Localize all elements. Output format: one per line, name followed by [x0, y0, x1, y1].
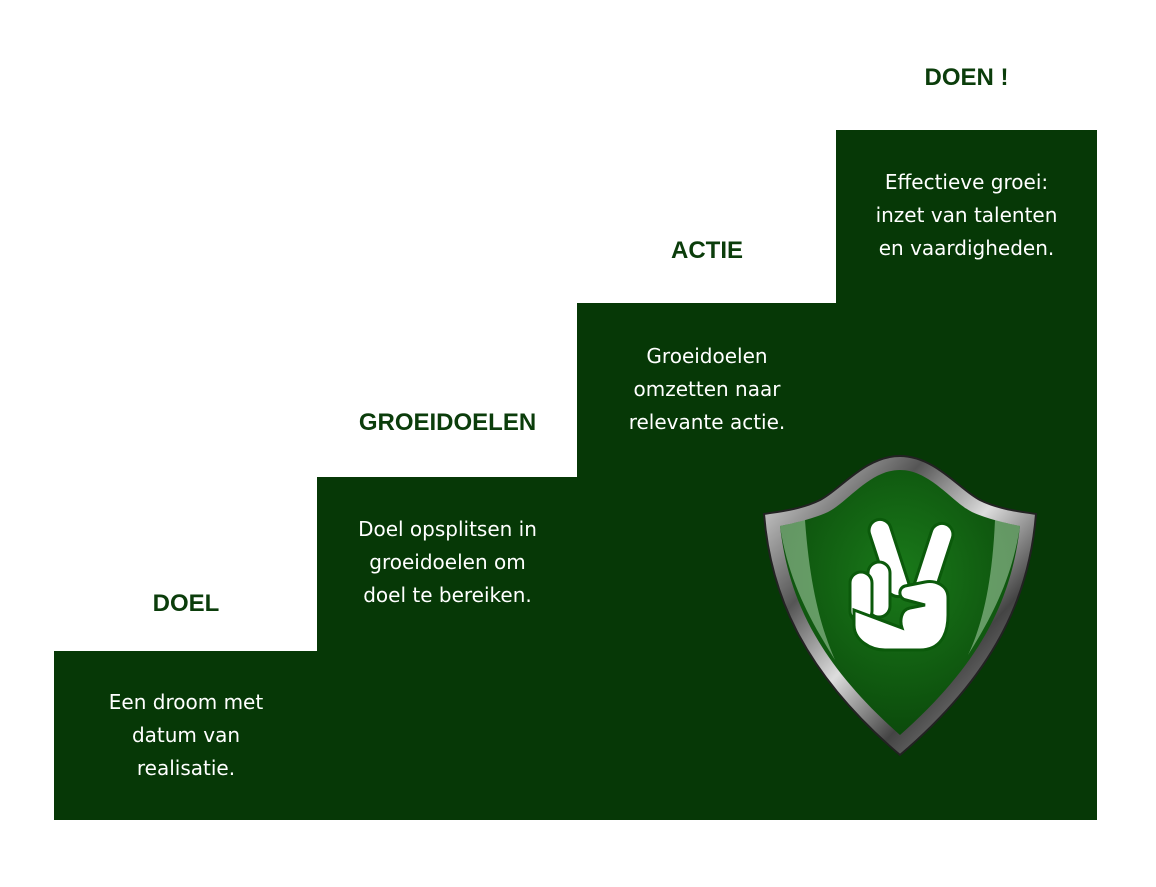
step-title: GROEIDOELEN — [358, 409, 537, 436]
desc-line: Een droom met — [108, 690, 264, 714]
step-groeidoelen — [317, 477, 578, 820]
step-description: Groeidoelen omzetten naar relevante acti… — [577, 340, 837, 439]
step-description: Doel opsplitsen in groeidoelen om doel t… — [317, 513, 578, 612]
step-title: DOEL — [152, 590, 220, 617]
desc-line: omzetten naar — [633, 377, 781, 401]
desc-line: Doel opsplitsen in — [358, 517, 537, 541]
desc-line: en vaardigheden. — [878, 236, 1055, 260]
desc-line: doel te bereiken. — [363, 583, 532, 607]
shield-peace-hand-icon — [762, 454, 1038, 757]
desc-line: relevante actie. — [628, 410, 786, 434]
step-description: Effectieve groei: inzet van talenten en … — [836, 166, 1097, 265]
step-title: DOEN ! — [924, 64, 1009, 91]
desc-line: Groeidoelen — [646, 344, 768, 368]
desc-line: Effectieve groei: — [884, 170, 1049, 194]
desc-line: groeidoelen om — [369, 550, 526, 574]
desc-line: inzet van talenten — [875, 203, 1058, 227]
step-title: ACTIE — [671, 237, 743, 264]
desc-line: datum van — [131, 723, 241, 747]
step-description: Een droom met datum van realisatie. — [54, 686, 318, 785]
step-doel — [54, 651, 318, 820]
desc-line: realisatie. — [136, 756, 236, 780]
